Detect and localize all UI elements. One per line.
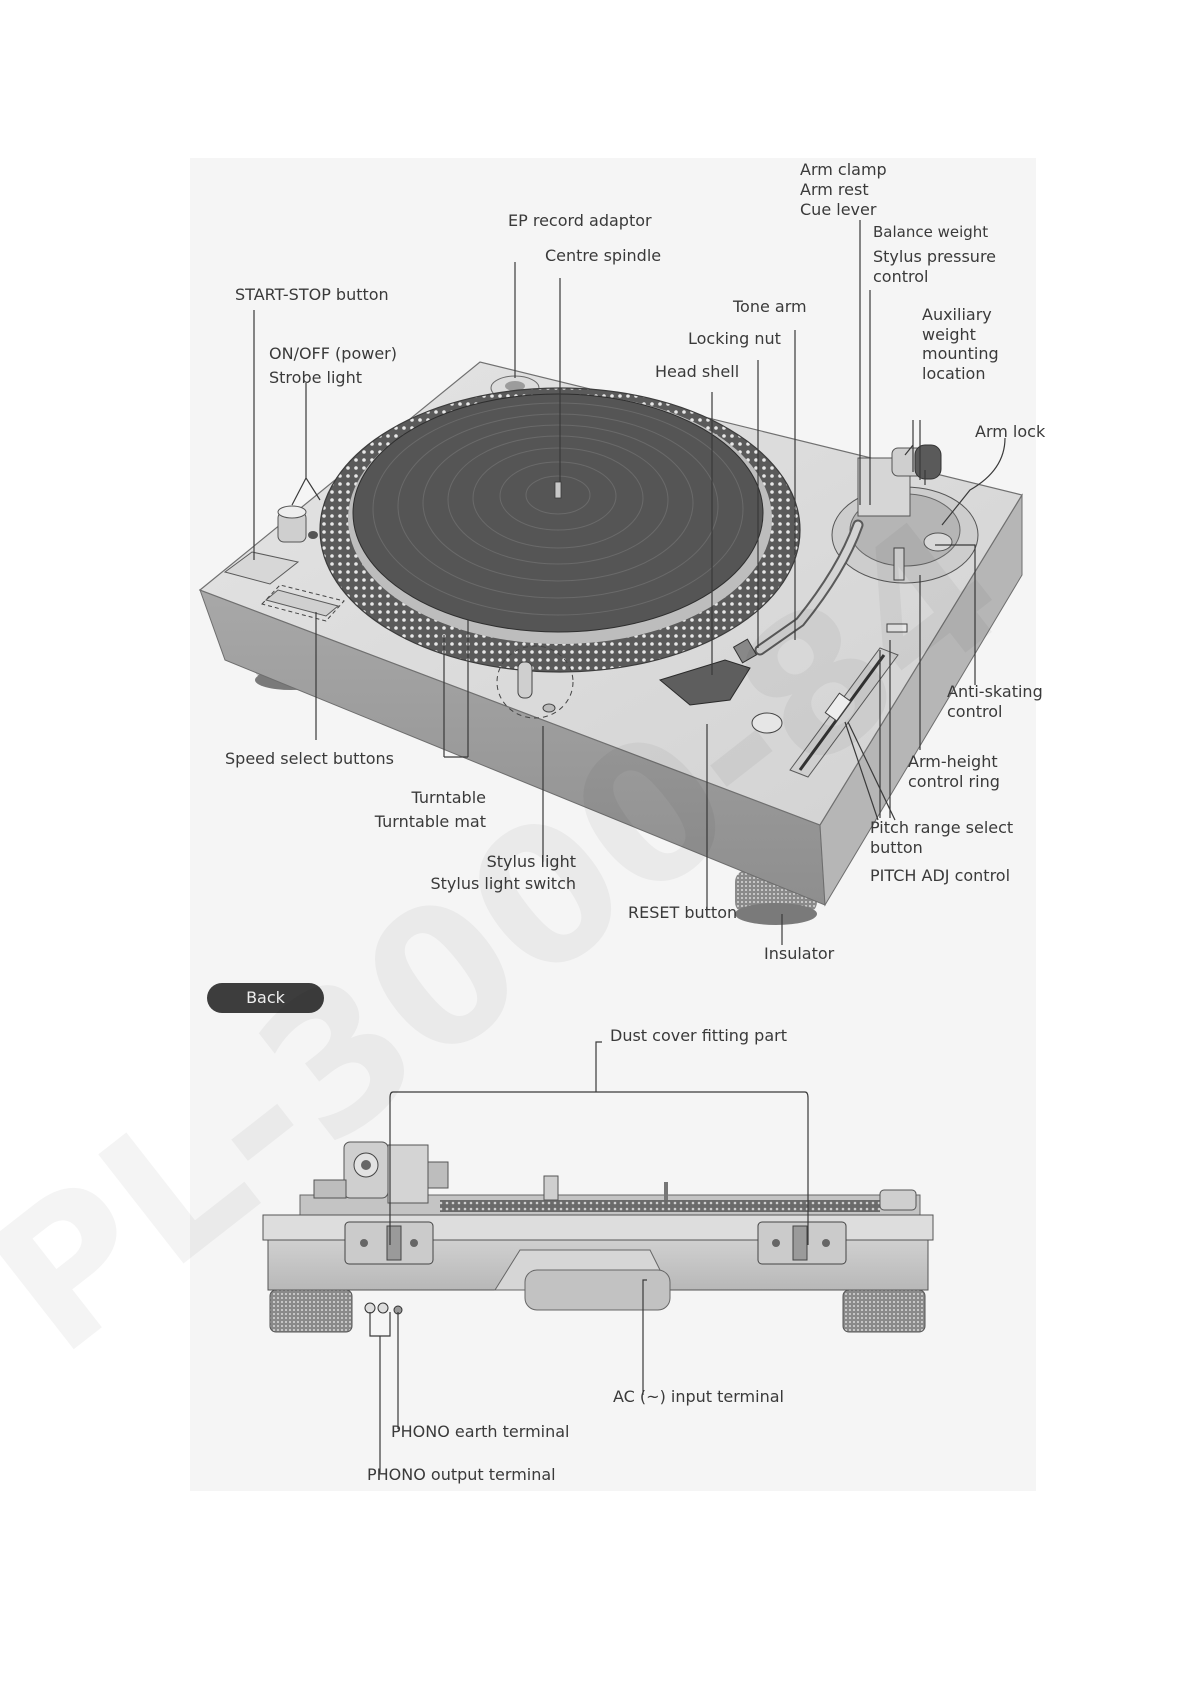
label-ac-input-terminal: AC (~) input terminal bbox=[613, 1387, 784, 1406]
label-strobe-light: Strobe light bbox=[269, 368, 362, 387]
label-speed-select-buttons: Speed select buttons bbox=[225, 749, 394, 768]
label-auxiliary-line-4: location bbox=[922, 363, 986, 383]
label-balance-weight: Balance weight bbox=[873, 223, 989, 241]
reset-button-shape bbox=[751, 712, 783, 734]
label-auxiliary-weight-mounting-location: Auxiliary weight mounting location bbox=[922, 305, 999, 383]
label-anti-skating-line-2: control bbox=[947, 701, 1003, 721]
start-stop-button-shape bbox=[223, 551, 300, 585]
head-shell-shape bbox=[658, 659, 751, 706]
label-anti-skating-line-1: Anti-skating bbox=[947, 682, 1043, 701]
label-centre-spindle: Centre spindle bbox=[545, 246, 662, 265]
speed-select-buttons-shape bbox=[261, 584, 345, 622]
label-pitch-range-line-1: Pitch range select bbox=[870, 818, 1014, 837]
dust-cover-hinge-right bbox=[757, 1221, 847, 1265]
label-reset-button: RESET button bbox=[628, 903, 738, 922]
label-head-shell: Head shell bbox=[655, 362, 740, 381]
label-dust-cover-fitting-part: Dust cover fitting part bbox=[610, 1026, 787, 1045]
label-cue-lever: Cue lever bbox=[800, 200, 877, 219]
platter bbox=[319, 387, 801, 673]
label-pitch-adj-control: PITCH ADJ control bbox=[870, 866, 1011, 885]
centre-spindle bbox=[554, 481, 562, 499]
rear-view-leader-lines bbox=[369, 1041, 809, 1473]
label-pitch-range-line-2: button bbox=[870, 837, 923, 857]
label-turntable-mat: Turntable mat bbox=[374, 812, 486, 831]
label-arm-height-control-ring: Arm-height control ring bbox=[908, 752, 1000, 791]
label-stylus-pressure-control-line-1: Stylus pressure bbox=[873, 247, 997, 266]
back-button[interactable]: Back bbox=[207, 983, 324, 1013]
label-turntable: Turntable bbox=[411, 788, 486, 807]
label-stylus-light: Stylus light bbox=[486, 852, 576, 871]
label-arm-height-line-1: Arm-height bbox=[908, 752, 998, 771]
label-stylus-pressure-control: Stylus pressure control bbox=[873, 247, 996, 286]
label-phono-earth-terminal: PHONO earth terminal bbox=[391, 1422, 570, 1441]
label-arm-clamp: Arm clamp bbox=[800, 160, 887, 179]
label-start-stop-button: START-STOP button bbox=[235, 285, 389, 304]
label-auxiliary-line-2: weight bbox=[922, 324, 976, 344]
label-stylus-pressure-control-line-2: control bbox=[873, 266, 929, 286]
label-tone-arm: Tone arm bbox=[733, 297, 807, 316]
dust-cover-hinge-left bbox=[344, 1221, 434, 1265]
label-ep-record-adaptor: EP record adaptor bbox=[508, 211, 652, 230]
label-anti-skating-control: Anti-skating control bbox=[947, 682, 1043, 721]
stylus-light-shape bbox=[496, 645, 574, 719]
top-view-leader-lines bbox=[253, 220, 1006, 945]
label-auxiliary-line-3: mounting bbox=[922, 344, 999, 363]
label-stylus-light-switch: Stylus light switch bbox=[430, 874, 576, 893]
label-arm-height-line-2: control ring bbox=[908, 771, 1000, 791]
label-locking-nut: Locking nut bbox=[688, 329, 781, 348]
power-strobe-knob bbox=[277, 505, 318, 543]
rear-view-turntable bbox=[262, 1041, 934, 1473]
label-arm-lock: Arm lock bbox=[975, 422, 1046, 441]
label-phono-output-terminal: PHONO output terminal bbox=[367, 1465, 556, 1484]
label-pitch-range-select-button: Pitch range select button bbox=[870, 818, 1013, 857]
label-insulator: Insulator bbox=[764, 944, 835, 963]
label-arm-rest: Arm rest bbox=[800, 180, 869, 199]
top-view-turntable bbox=[198, 220, 1023, 945]
pitch-slider-shape bbox=[789, 623, 908, 778]
label-on-off-power: ON/OFF (power) bbox=[269, 344, 397, 363]
label-auxiliary-line-1: Auxiliary bbox=[922, 305, 992, 324]
tone-arm-assembly bbox=[658, 444, 979, 706]
